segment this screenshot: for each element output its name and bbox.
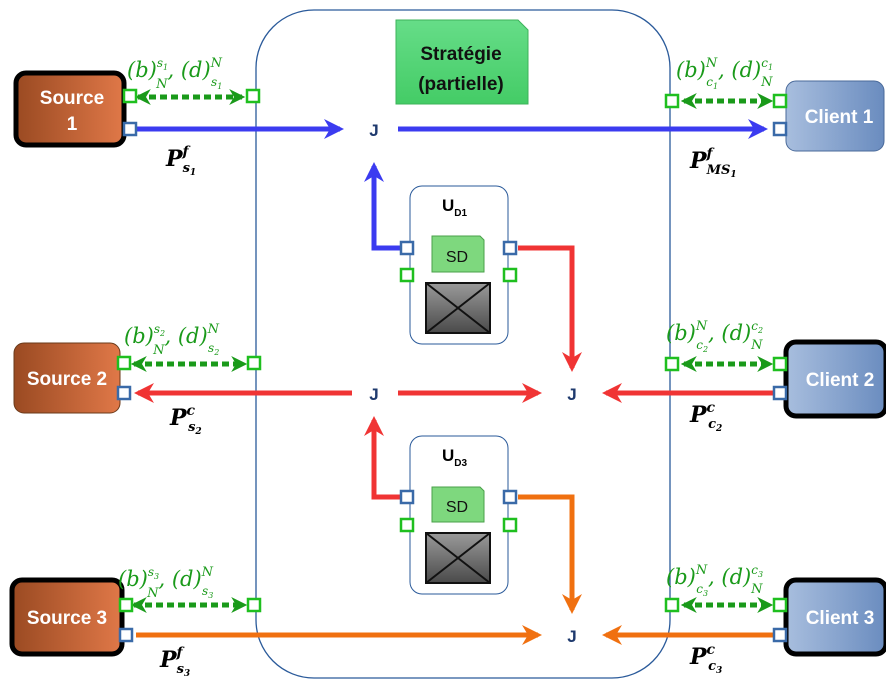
unit-d1-subscript: D1 [454,208,467,219]
storage-device-label: SD [446,249,468,266]
unit-d3[interactable]: UD3 SD [409,435,509,595]
source-1-label-line2: 1 [67,114,78,135]
client-3-label: Client 3 [806,608,875,629]
storage-device-d1: SD [431,235,485,273]
svg-text:(b)s3N, (d)Ns3: (b)s3N, (d)Ns3 [118,565,214,601]
svg-text:(b)Nc2, (d)c2N: (b)Nc2, (d)c2N [666,319,763,354]
source-2[interactable]: Source 2 [13,342,121,414]
client-2-label: Client 2 [806,370,875,391]
box-icon [425,532,491,584]
junction-label: J [567,385,576,404]
client-2[interactable]: Client 2 [783,339,886,419]
unit-d3-subscript: D3 [454,458,467,469]
junction-label: J [369,121,378,140]
svg-text:(b)s1N, (d)Ns1: (b)s1N, (d)Ns1 [127,56,223,92]
box-icon [425,282,491,334]
svg-text:(b)s2N, (d)Ns2: (b)s2N, (d)Ns2 [124,322,220,358]
storage-device-d3: SD [431,486,485,523]
client-1-label: Client 1 [805,107,874,128]
junction-label: J [567,627,576,646]
flow-ud3-to-j [364,416,400,500]
strategy-container [255,9,671,679]
flow-ud1-to-j1 [364,162,400,251]
strategy-tag: Stratégie (partielle) [395,19,529,105]
strategy-title-line2: (partielle) [418,74,504,95]
strategy-title-line1: Stratégie [420,44,501,65]
flow-ud3-to-j3 [518,494,582,614]
flow-ud1-to-j2 [518,245,582,372]
svg-text:UD3: UD3 [442,446,468,469]
unit-d1-label: U [442,196,454,215]
storage-device-label: SD [446,499,468,516]
client-1[interactable]: Client 1 [785,80,885,152]
source-2-label: Source 2 [27,369,107,390]
junction-label: J [369,385,378,404]
source-3[interactable]: Source 3 [9,577,125,657]
unit-d1[interactable]: UD1 SD [409,185,509,345]
client-3[interactable]: Client 3 [783,577,886,657]
svg-text:UD1: UD1 [442,196,468,219]
svg-text:(b)Nc1, (d)c1N: (b)Nc1, (d)c1N [676,56,773,91]
svg-text:(b)Nc3, (d)c3N: (b)Nc3, (d)c3N [666,563,763,598]
source-1[interactable]: Source 1 [13,70,127,148]
source-1-label-line1: Source [40,88,104,109]
port-squares [116,88,788,643]
unit-d3-label: U [442,446,454,465]
source-3-label: Source 3 [27,608,107,629]
